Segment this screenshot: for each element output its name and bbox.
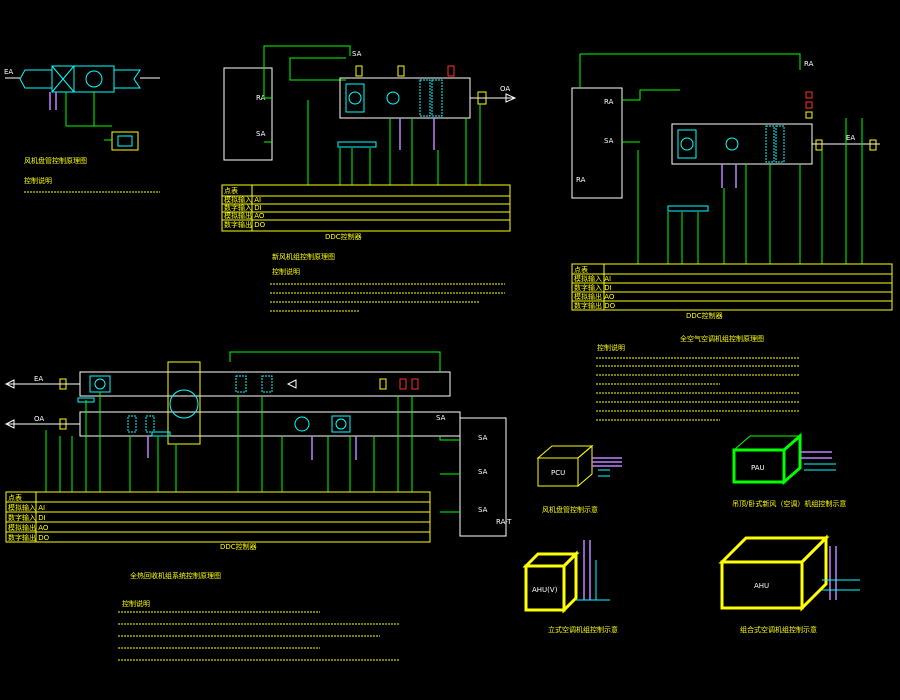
pcu-label: PCU [551,469,565,477]
combined-ahu-title: 组合式空调机组控制示意 [740,625,817,634]
heat-recovery-diagram: EA OA SA SA SA RA-T SA [4,351,512,661]
heat-recovery-ddc-label: DDC控制器 [220,542,257,551]
fresh-air-oa-label: OA [500,85,510,93]
ahu-v-label: AHU(V) [532,586,558,594]
fresh-air-table-r1: 模拟输入 AI [224,195,261,204]
fan-coil-title: 风机盘管控制原理图 [24,156,87,165]
full-air-ddc-label: DDC控制器 [686,311,723,320]
full-air-table-r1: 模拟输入 AI [574,274,611,283]
heat-recovery-notes-heading: 控制说明 [122,599,150,608]
full-air-right-ea-label: EA [846,134,855,142]
fresh-air-title: 新风机组控制原理图 [272,252,335,261]
full-air-diagram: RA SA RA RA EA [571,53,893,421]
fresh-air-diagram: RA SA SA OA [221,45,517,312]
heat-recovery-rat-label: RA-T [496,518,512,526]
heat-recovery-table-r1: 模拟输入 AI [8,503,45,512]
full-air-ra2-label: RA [576,176,586,184]
heat-recovery-sa2-label: SA [478,468,488,476]
fan-coil-notes-heading: 控制说明 [24,176,52,185]
pau-label: PAU [751,464,765,472]
full-air-ra-label: RA [604,98,614,106]
ahu-label: AHU [754,582,769,590]
ceiling-unit-schematic: PAU 吊顶/卧式新风（空调）机组控制示意 [732,432,846,508]
fcu-schematic: PCU 风机盘管控制示意 [536,444,622,514]
fresh-air-top-sa-label: SA [352,50,362,58]
combined-ahu-schematic: AHU 组合式空调机组控制示意 [718,534,860,634]
fan-coil-diagram: EA 风机盘管控制原理图 控制说明 [4,65,160,193]
fcu-schematic-title: 风机盘管控制示意 [542,505,598,514]
full-air-top-ra-label: RA [804,60,814,68]
fresh-air-ddc-label: DDC控制器 [325,232,362,241]
fresh-air-table-r2: 数字输入 DI [224,203,262,212]
heat-recovery-table-r2: 数字输入 DI [8,513,46,522]
heat-recovery-title: 全热回收机组系统控制原理图 [130,571,221,580]
full-air-sa-label: SA [604,137,614,145]
vertical-ahu-title: 立式空调机组控制示意 [548,625,618,634]
fresh-air-table-r4: 数字输出 DO [224,220,266,229]
fresh-air-notes-heading: 控制说明 [272,267,300,276]
full-air-table-r3: 模拟输出 AO [574,292,615,301]
heat-recovery-table-r4: 数字输出 DO [8,533,50,542]
fresh-air-ra-label: RA [256,94,266,102]
heat-recovery-table-r3: 模拟输出 AO [8,523,49,532]
ceiling-unit-title: 吊顶/卧式新风（空调）机组控制示意 [732,499,846,508]
full-air-table-r2: 数字输入 DI [574,283,612,292]
vertical-ahu-schematic: AHU(V) 立式空调机组控制示意 [522,540,618,634]
full-air-table-header: 点表 [574,265,588,274]
fresh-air-table-header: 点表 [224,186,238,195]
heat-recovery-ea-label: EA [34,375,43,383]
full-air-notes-heading: 控制说明 [597,343,625,352]
heat-recovery-oa-label: OA [34,415,44,423]
heat-recovery-sa3-label: SA [478,506,488,514]
fresh-air-sa-label: SA [256,130,266,138]
fresh-air-table-r3: 模拟输出 AO [224,211,265,220]
fan-coil-ea-label: EA [4,68,13,76]
heat-recovery-duct-sa-label: SA [436,414,446,422]
full-air-table-r4: 数字输出 DO [574,301,616,310]
heat-recovery-sa-label: SA [478,434,488,442]
heat-recovery-table-header: 点表 [8,493,22,502]
full-air-title: 全空气空调机组控制原理图 [680,334,764,343]
